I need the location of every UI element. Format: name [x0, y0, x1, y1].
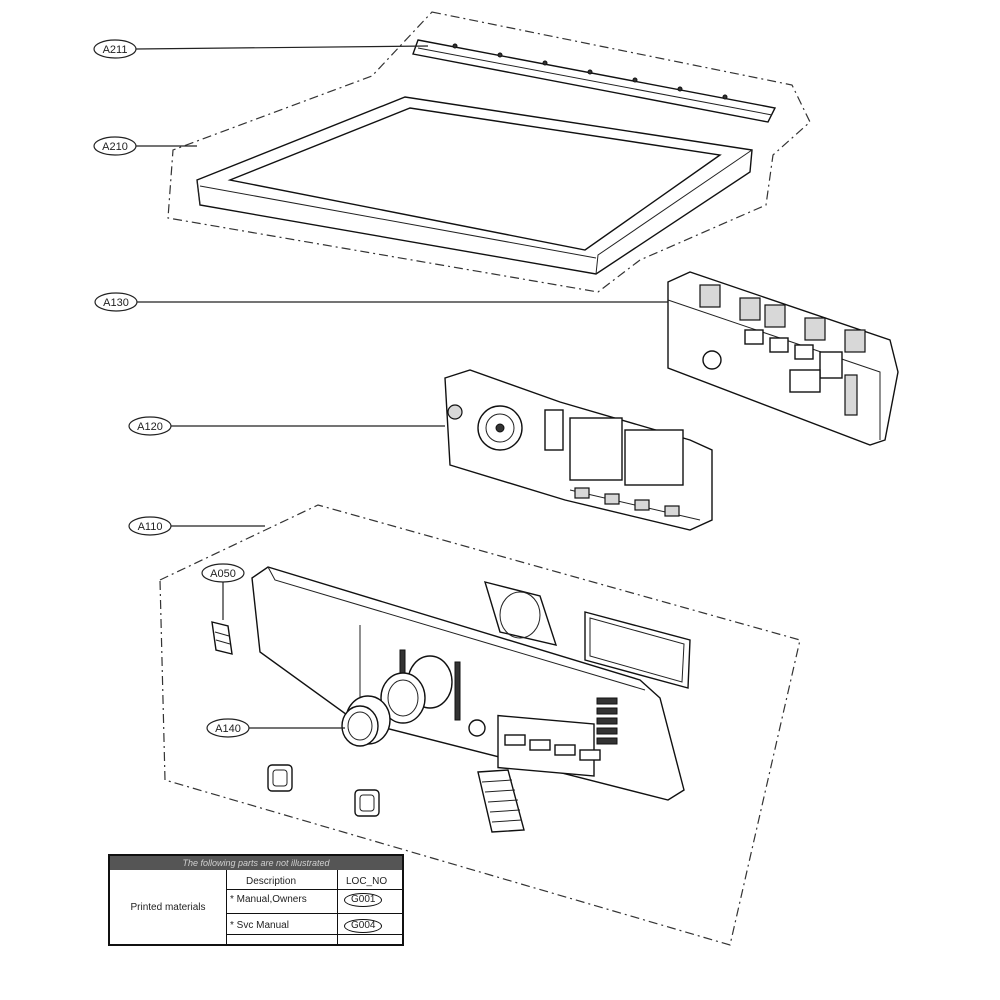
callout-a110: A110	[128, 516, 172, 536]
svg-text:A120: A120	[137, 421, 163, 433]
knob-ring-part	[380, 672, 426, 724]
row-2-description: * Svc Manual	[230, 920, 289, 931]
svg-text:A050: A050	[210, 568, 236, 580]
button-part-left	[267, 764, 293, 792]
row-1-description: * Manual,Owners	[230, 894, 307, 905]
main-pcb-frame-part	[667, 271, 899, 446]
svg-text:A210: A210	[102, 141, 128, 153]
callout-a211: A211	[93, 39, 137, 59]
svg-text:A140: A140	[215, 723, 241, 735]
svg-text:A130: A130	[103, 297, 129, 309]
top-cover-part	[196, 96, 753, 275]
display-window-part	[584, 611, 691, 689]
knob-part	[341, 695, 391, 747]
callout-a120: A120	[128, 416, 172, 436]
callout-a140: A140	[206, 718, 250, 738]
row-2-loc: G004	[344, 919, 383, 933]
top-bracket-part	[412, 39, 777, 123]
loc-column-header: LOC_NO	[346, 876, 388, 887]
knob-holder-part	[483, 581, 558, 646]
button-part-right	[354, 789, 380, 817]
svg-text:A211: A211	[103, 44, 128, 56]
control-panel-part	[251, 566, 685, 801]
callout-a050: A050	[201, 563, 245, 583]
display-pcb-part	[444, 369, 713, 531]
control-panel-boundary	[159, 504, 801, 946]
svg-text:A110: A110	[138, 521, 163, 533]
row-1-loc: G001	[344, 893, 383, 907]
callout-a210: A210	[93, 136, 137, 156]
category-label: Printed materials	[110, 870, 227, 944]
description-column-header: Description	[246, 876, 297, 887]
top-assembly-boundary	[167, 11, 811, 293]
callout-a130: A130	[94, 292, 138, 312]
table-header: The following parts are not illustrated	[110, 856, 402, 870]
button-bar-part	[477, 769, 525, 833]
latch-part	[211, 621, 233, 655]
not-illustrated-parts-table: The following parts are not illustrated …	[108, 854, 404, 946]
